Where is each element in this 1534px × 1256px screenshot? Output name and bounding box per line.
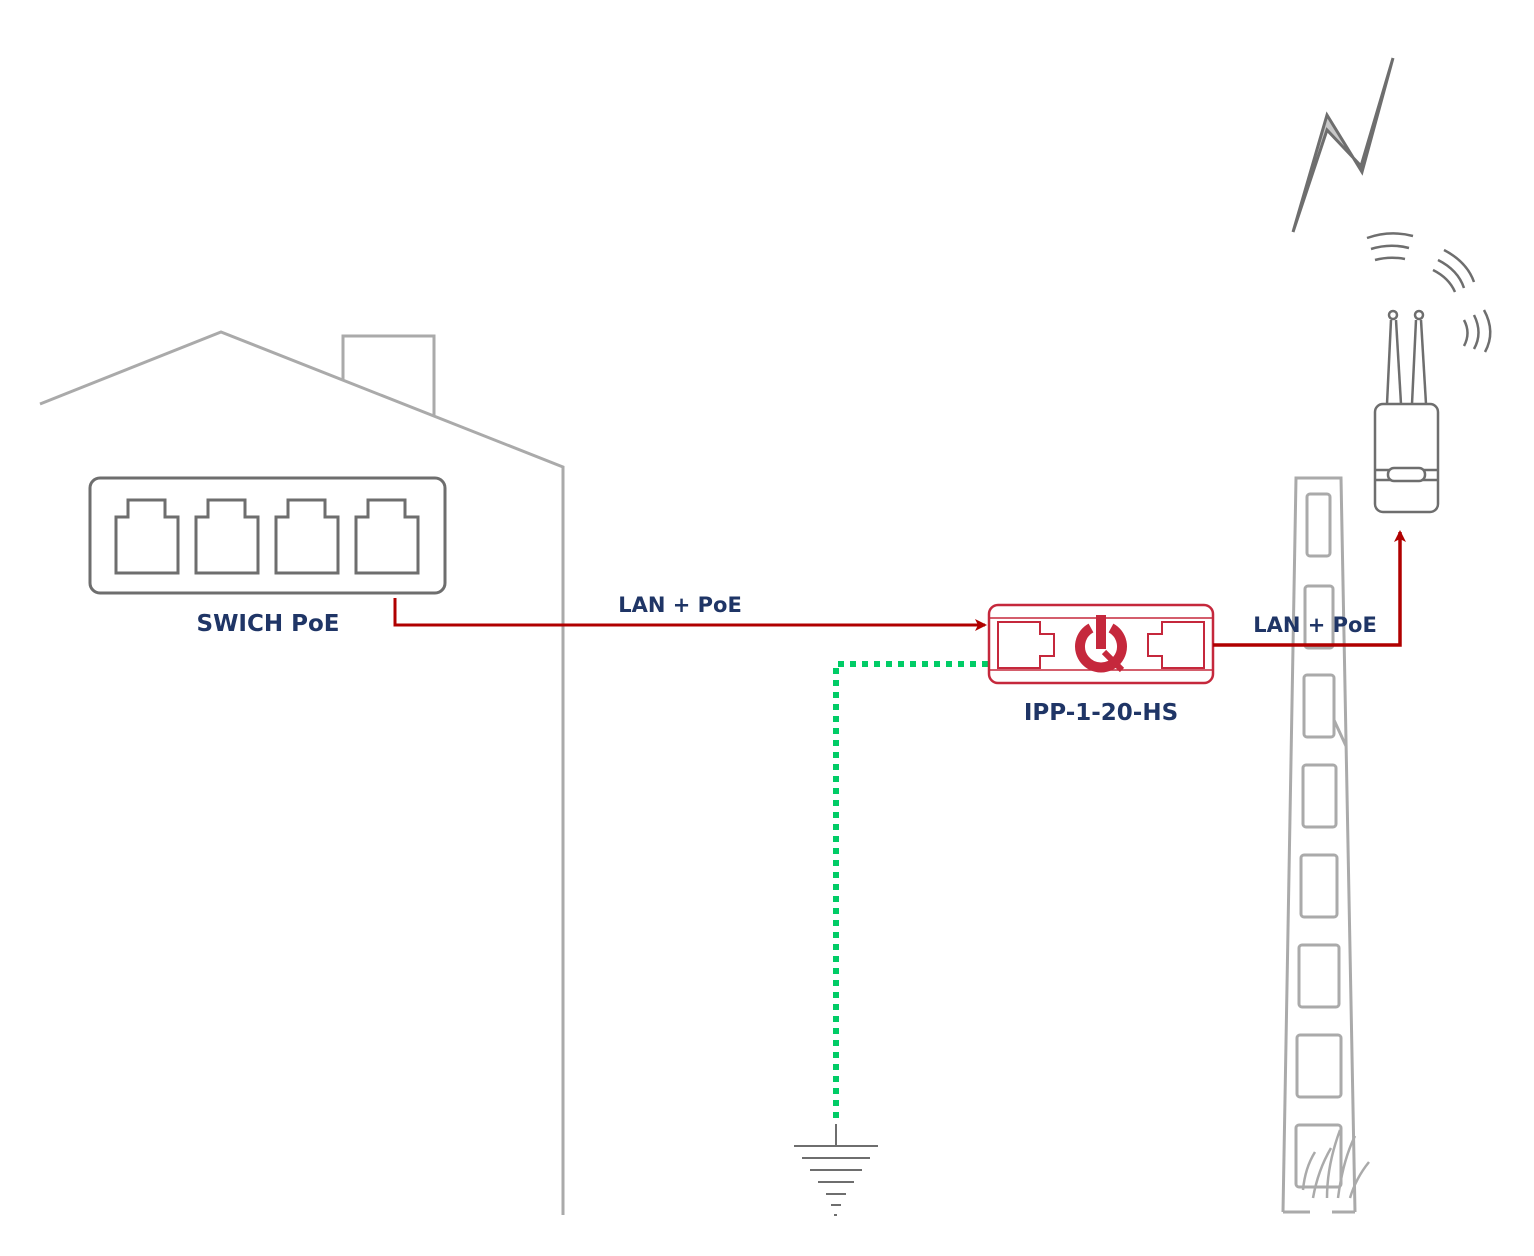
grass-icon [1301,1129,1370,1199]
protector-port-left [997,621,1055,669]
lattice-mast-icon [1281,476,1370,1214]
outdoor-access-point-icon [1366,232,1492,514]
link-right-label: LAN + PoE [1253,613,1377,637]
ground-wire [833,661,988,1118]
surge-protector-icon [987,603,1215,685]
protector-port-right [1147,621,1205,669]
lan-poe-cable-right [1213,530,1406,647]
switch-port [274,498,340,575]
lan-poe-cable-left [393,598,987,631]
antenna-left [1385,309,1403,405]
link-left-label: LAN + PoE [618,593,742,617]
lightning-bolt-icon [1291,57,1395,233]
antenna-right [1410,309,1428,405]
switch-port [114,498,180,575]
protector-label: IPP-1-20-HS [1024,700,1178,726]
chimney [341,334,436,415]
switch-port [194,498,260,575]
wireless-signal-icon [1366,232,1492,353]
building-outline [39,330,565,1215]
protector-logo-icon [1075,615,1127,673]
ground-symbol-icon [794,1124,878,1216]
switch-label: SWICH PoE [197,611,340,637]
poe-switch-icon [88,476,447,595]
switch-port [354,498,420,575]
